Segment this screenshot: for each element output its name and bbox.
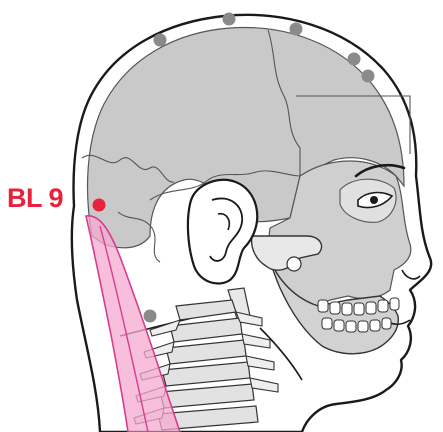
eye-pupil xyxy=(370,196,378,204)
marker-dot xyxy=(348,53,361,66)
marker-dot xyxy=(154,34,167,47)
jaw-joint xyxy=(287,257,301,271)
marker-dot xyxy=(144,310,157,323)
acupoint-label: BL 9 xyxy=(7,183,63,213)
marker-dot xyxy=(223,13,236,26)
acupoint-marker xyxy=(93,199,106,212)
marker-dot xyxy=(290,23,303,36)
marker-dot xyxy=(362,70,375,83)
